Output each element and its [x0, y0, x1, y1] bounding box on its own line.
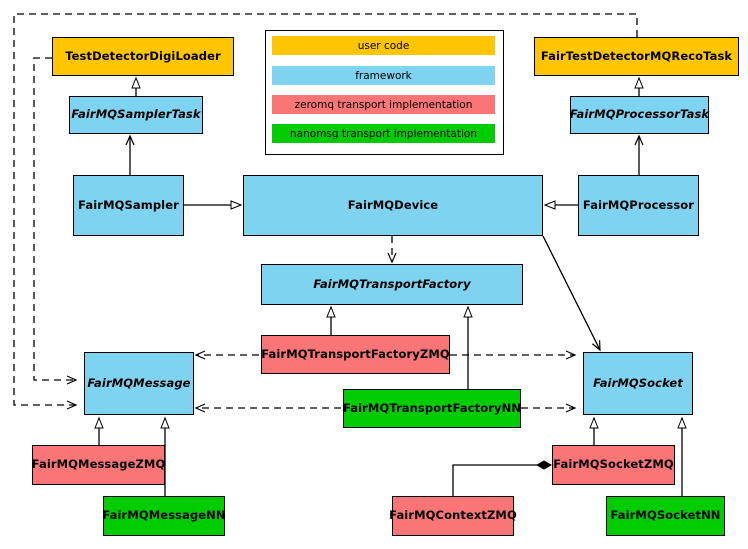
- class-node-FairMQMessageNN[interactable]: FairMQMessageNN: [102, 496, 226, 536]
- class-node-FairMQProcessor[interactable]: FairMQProcessor: [578, 175, 699, 236]
- class-node-FairMQTransportFactoryZMQ[interactable]: FairMQTransportFactoryZMQ: [261, 335, 450, 374]
- class-node-FairMQContextZMQ[interactable]: FairMQContextZMQ: [389, 496, 517, 536]
- class-node-FairMQSocketZMQ[interactable]: FairMQSocketZMQ: [552, 445, 675, 485]
- edge-device-to-socket: [542, 235, 601, 352]
- class-node-TestDetectorDigiLoader[interactable]: TestDetectorDigiLoader: [52, 37, 234, 76]
- class-node-FairMQSamplerTask[interactable]: FairMQSamplerTask: [69, 96, 203, 134]
- class-node-FairMQMessage[interactable]: FairMQMessage: [84, 352, 194, 415]
- legend-item-user-code: user code: [272, 36, 495, 55]
- class-node-FairMQTransportFactoryNN[interactable]: FairMQTransportFactoryNN: [343, 389, 521, 428]
- class-node-FairTestDetectorMQRecoTask[interactable]: FairTestDetectorMQRecoTask: [534, 37, 739, 76]
- edge-socketzmq-composition-contextzmq: [452, 460, 553, 496]
- class-node-FairMQDevice[interactable]: FairMQDevice: [243, 175, 543, 236]
- class-node-FairMQSocketNN[interactable]: FairMQSocketNN: [606, 496, 725, 536]
- class-node-FairMQSocket[interactable]: FairMQSocket: [583, 352, 693, 415]
- legend-item-zeromq: zeromq transport implementation: [272, 95, 495, 114]
- class-node-FairMQSampler[interactable]: FairMQSampler: [73, 175, 184, 236]
- class-node-FairMQTransportFactory[interactable]: FairMQTransportFactory: [261, 264, 523, 305]
- class-node-FairMQProcessorTask[interactable]: FairMQProcessorTask: [570, 96, 709, 134]
- legend-item-framework: framework: [272, 66, 495, 85]
- class-node-FairMQMessageZMQ[interactable]: FairMQMessageZMQ: [32, 445, 165, 485]
- legend-item-nanomsg: nanomsg transport implementation: [272, 124, 495, 143]
